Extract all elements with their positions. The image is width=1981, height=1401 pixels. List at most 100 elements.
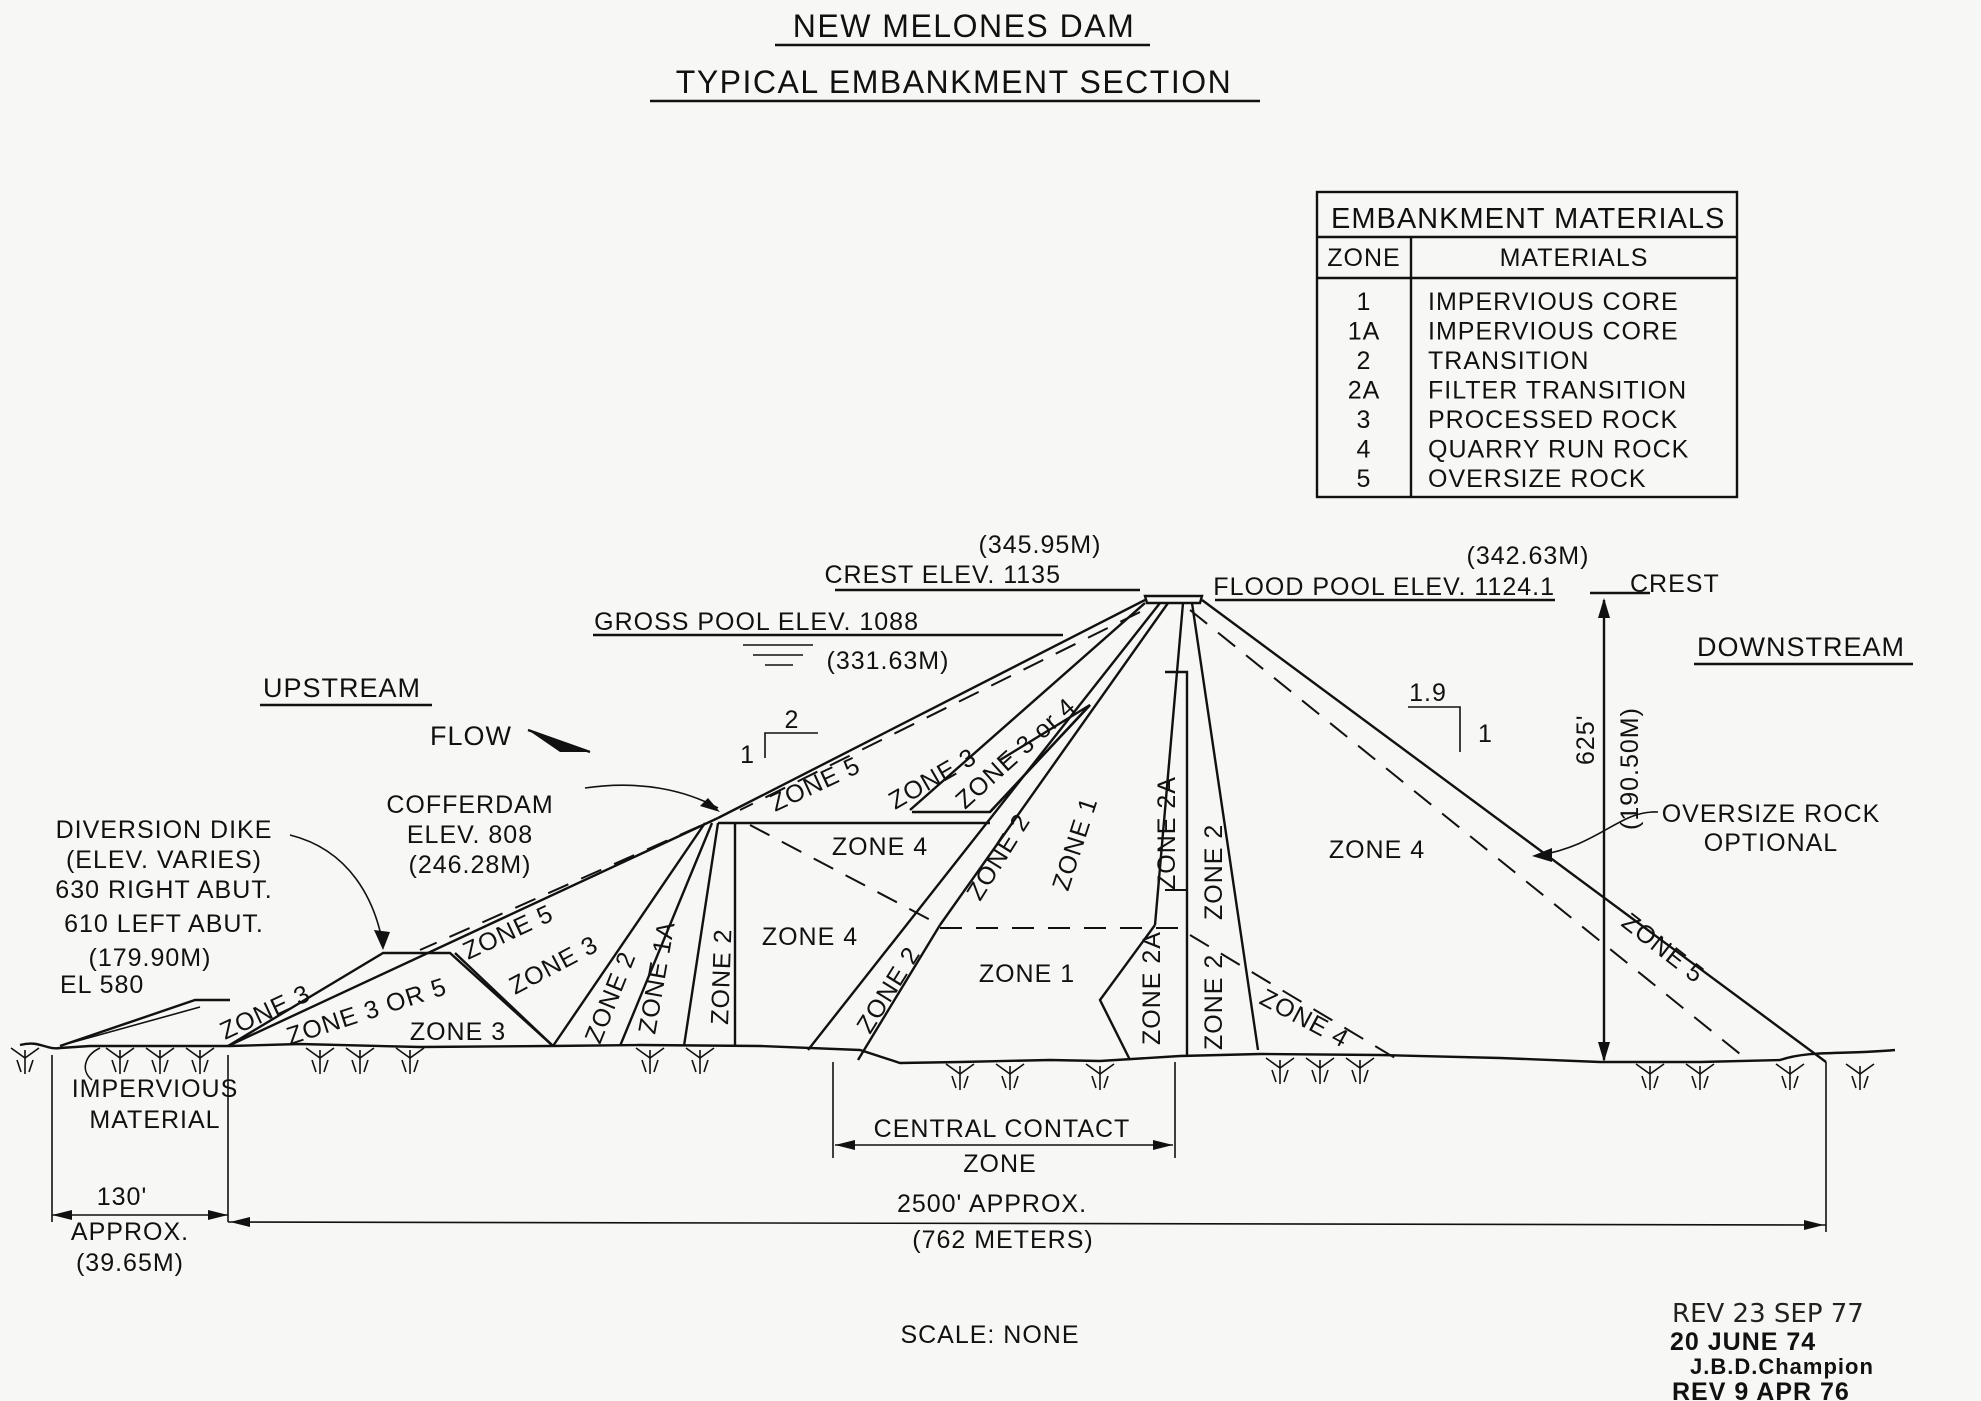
- upstream-slope-marker: [764, 732, 818, 758]
- zone1-upstream-lower: [856, 924, 942, 1061]
- zone-label: ZONE 2: [706, 928, 737, 1025]
- rock-symbol: [345, 1047, 375, 1074]
- legend-material-cell: TRANSITION: [1428, 347, 1589, 375]
- cofferdam-zone5-dash: [419, 825, 701, 951]
- legend-material-cell: PROCESSED ROCK: [1428, 406, 1678, 434]
- dim-2500-arrow-left: [230, 1217, 250, 1227]
- upstream-slope-h: 2: [785, 706, 800, 734]
- rock-symbol: [305, 1047, 335, 1074]
- diversion-dike: [227, 951, 554, 1048]
- legend-title: EMBANKMENT MATERIALS: [1331, 203, 1725, 235]
- gross-pool-metric: (331.63M): [827, 647, 950, 675]
- oversize-leader-arrow: [1532, 848, 1552, 862]
- drawing-title: NEW MELONES DAM: [793, 8, 1136, 44]
- cofferdam-leader: [584, 784, 719, 809]
- legend-material-cell: IMPERVIOUS CORE: [1428, 288, 1679, 316]
- rock-symbol: [1775, 1063, 1805, 1090]
- zone-label: ZONE 4: [762, 923, 858, 951]
- zone4-toe-dash: [1189, 934, 1396, 1059]
- zone-label: ZONE 1: [1047, 794, 1103, 894]
- legend-col-zone: ZONE: [1327, 244, 1400, 272]
- dike-zone-line: [454, 952, 554, 1047]
- rock-symbol: [1305, 1057, 1335, 1084]
- central-contact-label-2: ZONE: [963, 1150, 1036, 1178]
- date-note: 20 JUNE 74: [1670, 1328, 1816, 1356]
- oversize-leader: [1539, 811, 1659, 856]
- impervious-label-1: IMPERVIOUS: [72, 1075, 239, 1103]
- zone-label: ZONE 4: [832, 833, 928, 861]
- dike-label-4: 610 LEFT ABUT.: [64, 910, 264, 938]
- central-contact-label-1: CENTRAL CONTACT: [874, 1115, 1131, 1143]
- zone-label: ZONE 3: [410, 1018, 506, 1046]
- dim-2500: [227, 1221, 1827, 1226]
- flood-metric: (342.63M): [1467, 542, 1590, 570]
- oversize-label-2: OPTIONAL: [1704, 829, 1838, 857]
- upstream-label: UPSTREAM: [263, 673, 421, 703]
- height-meters: (190.50M): [1616, 707, 1644, 830]
- scale-label: SCALE: NONE: [900, 1321, 1079, 1349]
- gross-pool-elevation: GROSS POOL ELEV. 1088: [594, 608, 919, 636]
- oversize-label-1: OVERSIZE ROCK: [1662, 800, 1881, 828]
- impervious-layer: [69, 1006, 201, 1044]
- legend-zone-cell: 3: [1357, 406, 1372, 434]
- rock-symbol: [635, 1047, 665, 1074]
- crest-label: CREST: [1630, 570, 1720, 598]
- rock-symbol: [685, 1047, 715, 1074]
- revision-note-2: REV 9 APR 76: [1672, 1378, 1850, 1401]
- el580-dike: [59, 998, 230, 1048]
- upstream-zone5-boundary: [739, 611, 1141, 811]
- foundation-marks: [10, 1047, 1875, 1090]
- zone-label: ZONE 2: [1200, 824, 1228, 920]
- zone2a-box: [1165, 670, 1189, 1055]
- zone-label: ZONE 2: [851, 942, 926, 1039]
- cofferdam-label-1: COFFERDAM: [386, 791, 553, 819]
- dim-approx-label: APPROX.: [71, 1218, 189, 1246]
- cofferdam-zone1a: [682, 822, 720, 1047]
- dim-130m-label: (39.65M): [76, 1249, 184, 1277]
- rock-symbol: [10, 1047, 40, 1074]
- dim-2500-label: 2500' APPROX.: [897, 1190, 1087, 1218]
- revision-note-1: REV 23 SEP 77: [1672, 1299, 1864, 1329]
- zone-label: ZONE 1: [979, 960, 1075, 988]
- rock-symbol: [185, 1047, 215, 1074]
- legend-frame: [1315, 190, 1739, 499]
- author-note: J.B.D.Champion: [1690, 1354, 1874, 1379]
- zone-label: ZONE 2A: [1153, 776, 1181, 890]
- cofferdam-label-2: ELEV. 808: [407, 821, 533, 849]
- rock-symbol: [145, 1047, 175, 1074]
- dike-label-1: DIVERSION DIKE: [56, 816, 273, 844]
- zone3-boundary: [909, 602, 1146, 811]
- zone2a-upper-line: [1153, 602, 1185, 926]
- height-feet: 625': [1572, 715, 1600, 765]
- height-arrow-bottom: [1598, 1042, 1610, 1062]
- rock-symbol: [1685, 1063, 1715, 1090]
- legend-zone-cell: 2: [1357, 347, 1372, 375]
- crest-cap: [1143, 594, 1204, 605]
- legend-material-cell: OVERSIZE ROCK: [1428, 465, 1647, 493]
- crest-metric: (345.95M): [979, 531, 1102, 559]
- downstream-slope-v: 1: [1478, 720, 1493, 748]
- upstream-slope: [717, 598, 1146, 820]
- downstream-slope-h: 1.9: [1409, 679, 1447, 707]
- rock-symbol: [395, 1047, 425, 1074]
- cofferdam-leader-arrow: [700, 798, 720, 812]
- legend-material-cell: IMPERVIOUS CORE: [1428, 318, 1679, 346]
- downstream-label: DOWNSTREAM: [1697, 632, 1905, 662]
- cofferdam-zone2: [618, 822, 714, 1047]
- legend-col-materials: MATERIALS: [1500, 244, 1649, 272]
- dike-label-2: (ELEV. VARIES): [66, 846, 262, 874]
- dim-130-arrow-right: [208, 1210, 228, 1220]
- zone-label: ZONE 2: [1200, 954, 1228, 1050]
- height-arrow-top: [1598, 598, 1610, 618]
- ground-line: [19, 1042, 1896, 1065]
- zone-label: ZONE 2A: [1138, 931, 1166, 1045]
- legend-material-cell: QUARRY RUN ROCK: [1428, 436, 1689, 464]
- central-arrow-left: [835, 1140, 855, 1150]
- zone2-upstream-boundary: [807, 602, 1161, 1051]
- zone-label: ZONE 5: [1616, 908, 1709, 989]
- drawing-subtitle: TYPICAL EMBANKMENT SECTION: [676, 64, 1232, 100]
- rock-symbol: [1265, 1057, 1295, 1084]
- central-arrow-right: [1153, 1140, 1173, 1150]
- zone2-downstream-boundary: [1190, 602, 1260, 1051]
